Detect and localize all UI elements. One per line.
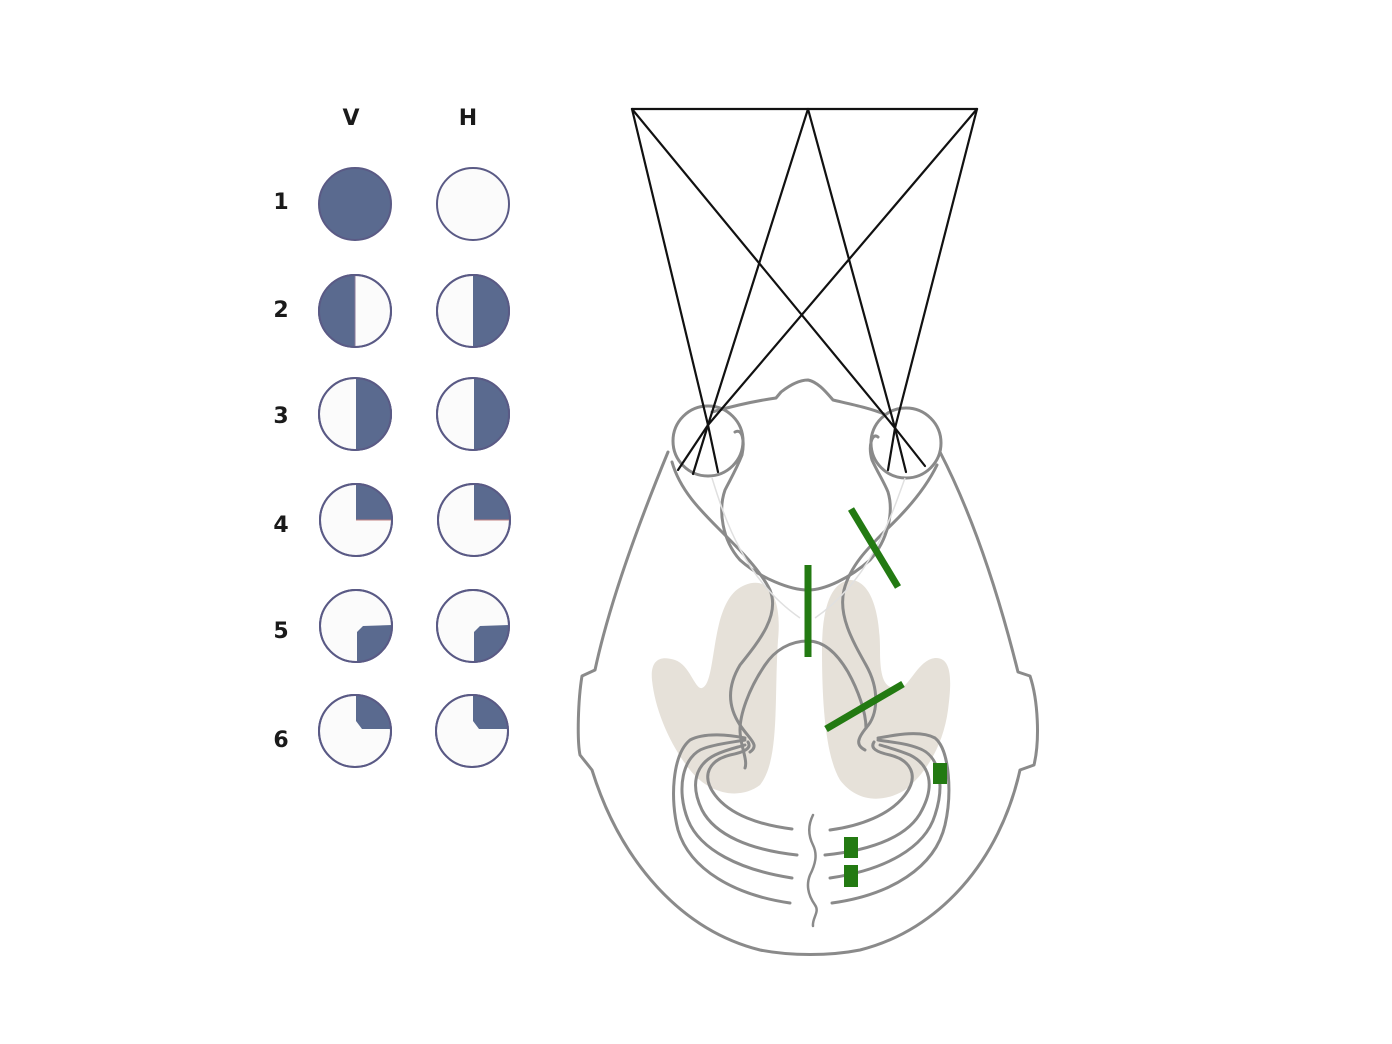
head-outline — [576, 378, 1039, 956]
row-label-6: 6 — [273, 728, 289, 753]
fold-arc-4-left — [672, 733, 792, 905]
marker-visual-cortex-block-lower — [844, 865, 858, 887]
snout-outline — [710, 378, 886, 416]
fold-arc-2-right — [823, 743, 931, 857]
circle-5-h-lower-right-notched-icon — [436, 589, 510, 663]
fold-arc-2-left — [694, 743, 799, 857]
legend-circles — [318, 167, 511, 768]
marker-optic-nerve-cut — [848, 507, 901, 589]
legend-panel: V H 1 2 3 4 5 6 — [0, 0, 560, 1044]
left-eye-outline — [671, 404, 745, 478]
fold-arc-3-right — [828, 738, 942, 880]
marker-visual-cortex-block-upper — [844, 837, 858, 858]
fold-arc-1-left — [706, 740, 794, 831]
circle-1-h-empty-icon — [436, 167, 510, 241]
marker-lateral-cortex-block — [933, 763, 947, 784]
marker-optic-tract-cut — [824, 680, 905, 733]
midbrain-outline-right — [806, 639, 868, 730]
midline-fissure — [806, 813, 818, 928]
fold-arc-1-right — [828, 740, 914, 832]
column-header-v: V — [342, 106, 360, 131]
row-label-4: 4 — [273, 513, 289, 538]
left-eye-socket — [720, 429, 810, 592]
fold-arc-4-right — [830, 732, 951, 905]
circle-1-v-full-icon — [318, 167, 392, 241]
projection-lines — [630, 107, 979, 476]
circle-6-h-upper-right-notched-icon — [435, 694, 509, 768]
row-label-5: 5 — [273, 619, 289, 644]
circle-6-v-upper-right-notched-icon — [318, 694, 392, 768]
row-label-1: 1 — [273, 190, 289, 215]
shaded-region-right — [822, 580, 951, 799]
shaded-regions — [651, 580, 951, 799]
circle-3-v-right-half-icon — [318, 377, 392, 451]
circle-3-h-right-half-icon — [436, 377, 510, 451]
row-label-3: 3 — [273, 404, 289, 429]
shaded-region-left — [651, 582, 779, 794]
lesion-markers — [804, 507, 947, 887]
fold-arc-3-left — [680, 738, 794, 880]
circle-5-v-lower-right-notched-icon — [319, 589, 393, 663]
circle-2-v-left-half-icon — [318, 274, 392, 348]
circle-4-v-upper-right-quadrant-icon — [319, 483, 393, 557]
circle-2-h-right-half-icon — [436, 274, 510, 348]
right-eye-socket — [806, 434, 892, 592]
column-header-h: H — [458, 106, 478, 131]
outer-skull-outline — [576, 450, 1039, 956]
circle-4-h-upper-right-quadrant-icon — [437, 483, 511, 557]
row-label-2: 2 — [273, 298, 289, 323]
